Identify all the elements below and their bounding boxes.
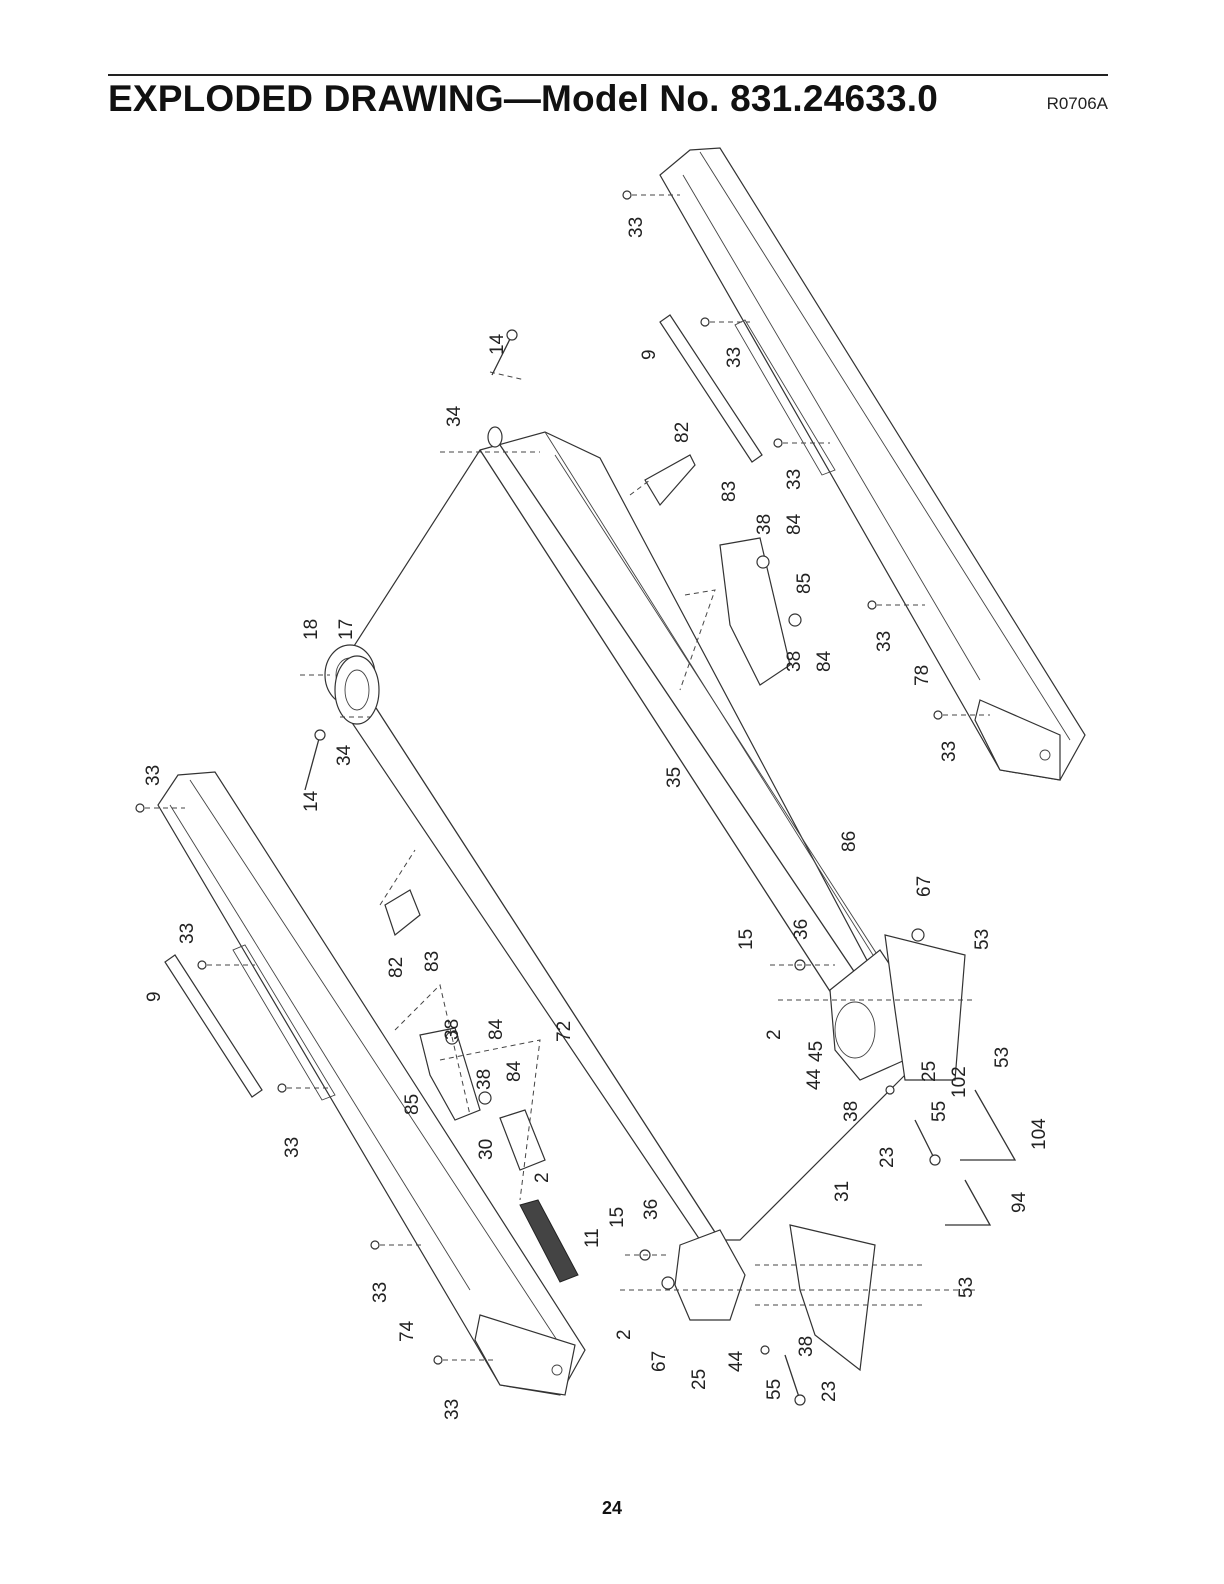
callout-53: 53: [972, 929, 993, 950]
bolt: [304, 329, 941, 1406]
callout-83: 83: [422, 951, 443, 972]
callout-15: 15: [736, 929, 757, 950]
callout-38: 38: [841, 1101, 862, 1122]
callout-34: 34: [444, 405, 465, 427]
drawing-code: R0706A: [1046, 94, 1108, 113]
callout-36: 36: [641, 1199, 662, 1220]
callout-86: 86: [839, 831, 860, 852]
callout-67: 67: [914, 876, 935, 897]
callout-82: 82: [672, 422, 693, 443]
front-hood-left: [789, 1224, 876, 1372]
callout-104: 104: [1029, 1118, 1050, 1150]
callout-34: 34: [334, 744, 355, 766]
callout-14: 14: [487, 333, 508, 355]
callout-38: 38: [796, 1336, 817, 1357]
isolator-bracket-right: [719, 537, 791, 686]
callout-38: 38: [474, 1069, 495, 1090]
front-hood-right: [884, 934, 966, 1081]
callout-33: 33: [939, 741, 960, 762]
callout-84: 84: [784, 513, 805, 535]
callout-31: 31: [832, 1181, 853, 1202]
hex-key-94: [945, 1179, 992, 1226]
callout-33: 33: [282, 1137, 303, 1158]
callout-33: 33: [442, 1399, 463, 1420]
callout-30: 30: [476, 1139, 497, 1160]
callout-72: 72: [554, 1021, 575, 1042]
washer: [135, 190, 943, 1365]
callout-44: 44: [726, 1350, 747, 1372]
callout-33: 33: [724, 347, 745, 368]
left-side-rail: [157, 771, 586, 1396]
callout-25: 25: [919, 1061, 940, 1082]
callout-23: 23: [877, 1147, 898, 1168]
callout-33: 33: [143, 765, 164, 786]
callout-33: 33: [370, 1282, 391, 1303]
callout-38: 38: [754, 514, 775, 535]
callout-2: 2: [532, 1172, 553, 1183]
callout-33: 33: [784, 469, 805, 490]
callout-2: 2: [614, 1329, 635, 1340]
isolator-bracket-left: [419, 1027, 481, 1121]
callout-55: 55: [764, 1379, 785, 1400]
callout-23: 23: [819, 1381, 840, 1402]
page-number: 24: [601, 1498, 623, 1518]
callout-33: 33: [874, 631, 895, 652]
callout-53: 53: [956, 1277, 977, 1298]
callout-45: 45: [806, 1041, 827, 1062]
callout-74: 74: [397, 1320, 418, 1342]
callout-38: 38: [784, 651, 805, 672]
callout-14: 14: [301, 790, 322, 812]
callout-85: 85: [402, 1094, 423, 1115]
callout-53: 53: [992, 1047, 1013, 1068]
callout-84: 84: [814, 650, 835, 672]
walking-strip: [519, 1199, 579, 1283]
callout-17: 17: [336, 619, 357, 640]
upright-bracket-left: [384, 889, 421, 937]
left-side-trim: [164, 954, 263, 1098]
callout-labels: 33 14 9 33 34 82 83 33 38 84 85 18 17 38…: [143, 217, 1050, 1420]
callout-102: 102: [949, 1066, 970, 1098]
callout-33: 33: [626, 217, 647, 238]
header: EXPLODED DRAWING—Model No. 831.24633.0 R…: [108, 74, 1108, 126]
hex-key-104: [960, 1089, 1017, 1161]
callout-36: 36: [791, 919, 812, 940]
callout-15: 15: [607, 1207, 628, 1228]
callout-84: 84: [486, 1018, 507, 1040]
callout-38: 38: [442, 1019, 463, 1040]
callout-35: 35: [664, 767, 685, 788]
callout-2: 2: [764, 1029, 785, 1040]
callout-9: 9: [144, 991, 165, 1002]
callout-94: 94: [1009, 1191, 1030, 1213]
callout-25: 25: [689, 1369, 710, 1390]
right-side-trim: [659, 314, 763, 463]
callout-55: 55: [929, 1101, 950, 1122]
callout-78: 78: [912, 665, 933, 686]
wire-clip: [499, 1109, 546, 1171]
assembly-lines: [145, 194, 990, 1361]
callout-67: 67: [649, 1351, 670, 1372]
callout-44: 44: [804, 1068, 825, 1090]
upright-bracket-right: [644, 454, 696, 507]
callout-84: 84: [504, 1060, 525, 1082]
callout-85: 85: [794, 573, 815, 594]
callout-33: 33: [177, 923, 198, 944]
callout-83: 83: [719, 481, 740, 502]
right-side-rail: [659, 147, 1086, 781]
page-title: EXPLODED DRAWING—Model No. 831.24633.0: [108, 78, 939, 119]
callout-11: 11: [582, 1228, 603, 1248]
callout-9: 9: [639, 349, 660, 360]
callout-82: 82: [386, 957, 407, 978]
drive-pulley: [334, 655, 380, 725]
callout-18: 18: [301, 619, 322, 640]
